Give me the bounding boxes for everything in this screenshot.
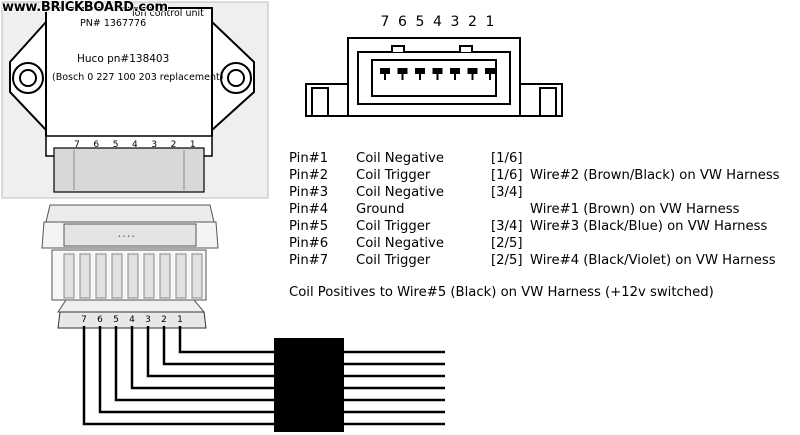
connector-pin-number: 4 (433, 14, 442, 30)
harness-wire: Wire#1 (Brown) on VW Harness (530, 202, 740, 217)
plug-fin (111, 253, 123, 299)
connector-pin-number: 2 (468, 14, 477, 30)
plug-pin-number: 4 (129, 315, 135, 325)
pin-function: Coil Negative (356, 236, 444, 251)
plug-fin (63, 253, 75, 299)
pin-number: Pin#4 (289, 202, 329, 217)
module-pin-number: 6 (93, 140, 99, 150)
connector-pin-slot (415, 68, 425, 74)
connector-pin-slot (450, 68, 460, 74)
connector-pin-slot (380, 68, 390, 74)
module-huco-pn: Huco pn#138403 (77, 53, 169, 65)
module-pin-number: 3 (151, 140, 157, 150)
coil-mapping: [2/5] (491, 236, 523, 251)
plug-small-label: • • • • (118, 234, 135, 240)
connector-pin-slots (380, 68, 495, 80)
mounting-hole-left (12, 62, 44, 94)
pin-function: Coil Trigger (356, 219, 431, 234)
plug-fin (127, 253, 139, 299)
module-pn: PN# 1367776 (80, 18, 146, 29)
harness-wire: Wire#3 (Black/Blue) on VW Harness (530, 219, 768, 234)
plug-pin-number: 5 (113, 315, 119, 325)
pin-function: Coil Trigger (356, 168, 431, 183)
pin-number: Pin#3 (289, 185, 329, 200)
connector-pin-number: 5 (416, 14, 425, 30)
coil-mapping: [1/6] (491, 168, 523, 183)
ignition-module (9, 7, 255, 147)
pin-number: Pin#2 (289, 168, 329, 183)
plug-fin (143, 253, 155, 299)
pin-number: Pin#1 (289, 151, 329, 166)
connector-pin-number: 3 (451, 14, 460, 30)
harness-wire-line (146, 326, 445, 378)
watermark: www.BRICKBOARD.com (2, 0, 168, 15)
coil-mapping: [1/6] (491, 151, 523, 166)
plug-fin (191, 253, 203, 299)
pin-number: Pin#7 (289, 253, 329, 268)
connector-pin-slot (397, 68, 408, 74)
pin-function: Ground (356, 202, 405, 217)
pin-number: Pin#6 (289, 236, 329, 251)
module-connector (45, 135, 213, 193)
plug-fin (95, 253, 107, 299)
connector-pin-number: 7 (381, 14, 390, 30)
plug-pin-number: 3 (145, 315, 151, 325)
harness-wires (82, 326, 445, 426)
connector-diagram (305, 37, 563, 117)
coil-positives-note: Coil Positives to Wire#5 (Black) on VW H… (289, 285, 714, 300)
heat-shrink-block (274, 338, 344, 432)
harness-wire: Wire#4 (Black/Violet) on VW Harness (530, 253, 776, 268)
pin-number: Pin#5 (289, 219, 329, 234)
module-title-partial: ion control unit (132, 8, 204, 19)
plug-fin (159, 253, 171, 299)
coil-mapping: [3/4] (491, 185, 523, 200)
plug-pin-number: 2 (161, 315, 167, 325)
pin-function: Coil Negative (356, 185, 444, 200)
pin-function: Coil Negative (356, 151, 444, 166)
plug-pin-number: 1 (177, 315, 183, 325)
connector-pin-number: 6 (398, 14, 407, 30)
connector-pin-slot (485, 68, 495, 74)
plug-pin-number: 7 (81, 315, 87, 325)
mounting-hole-right (220, 62, 252, 94)
harness-wire-line (178, 326, 445, 354)
module-pin-number: 7 (74, 140, 80, 150)
plug-fin (175, 253, 187, 299)
module-bosch-replacement: (Bosch 0 227 100 203 replacement) (52, 72, 223, 83)
module-pin-number: 2 (171, 140, 177, 150)
coil-mapping: [3/4] (491, 219, 523, 234)
connector-pin-slot (467, 68, 478, 74)
harness-wire-line (162, 326, 445, 366)
module-pin-number: 1 (190, 140, 196, 150)
coil-mapping: [2/5] (491, 253, 523, 268)
plug-fin (79, 253, 91, 299)
connector-pin-number: 1 (486, 14, 495, 30)
module-pin-number: 4 (132, 140, 138, 150)
module-pin-number: 5 (113, 140, 119, 150)
pin-function: Coil Trigger (356, 253, 431, 268)
plug-pin-number: 6 (97, 315, 103, 325)
connector-pin-slot (432, 68, 443, 74)
harness-wire: Wire#2 (Brown/Black) on VW Harness (530, 168, 780, 183)
